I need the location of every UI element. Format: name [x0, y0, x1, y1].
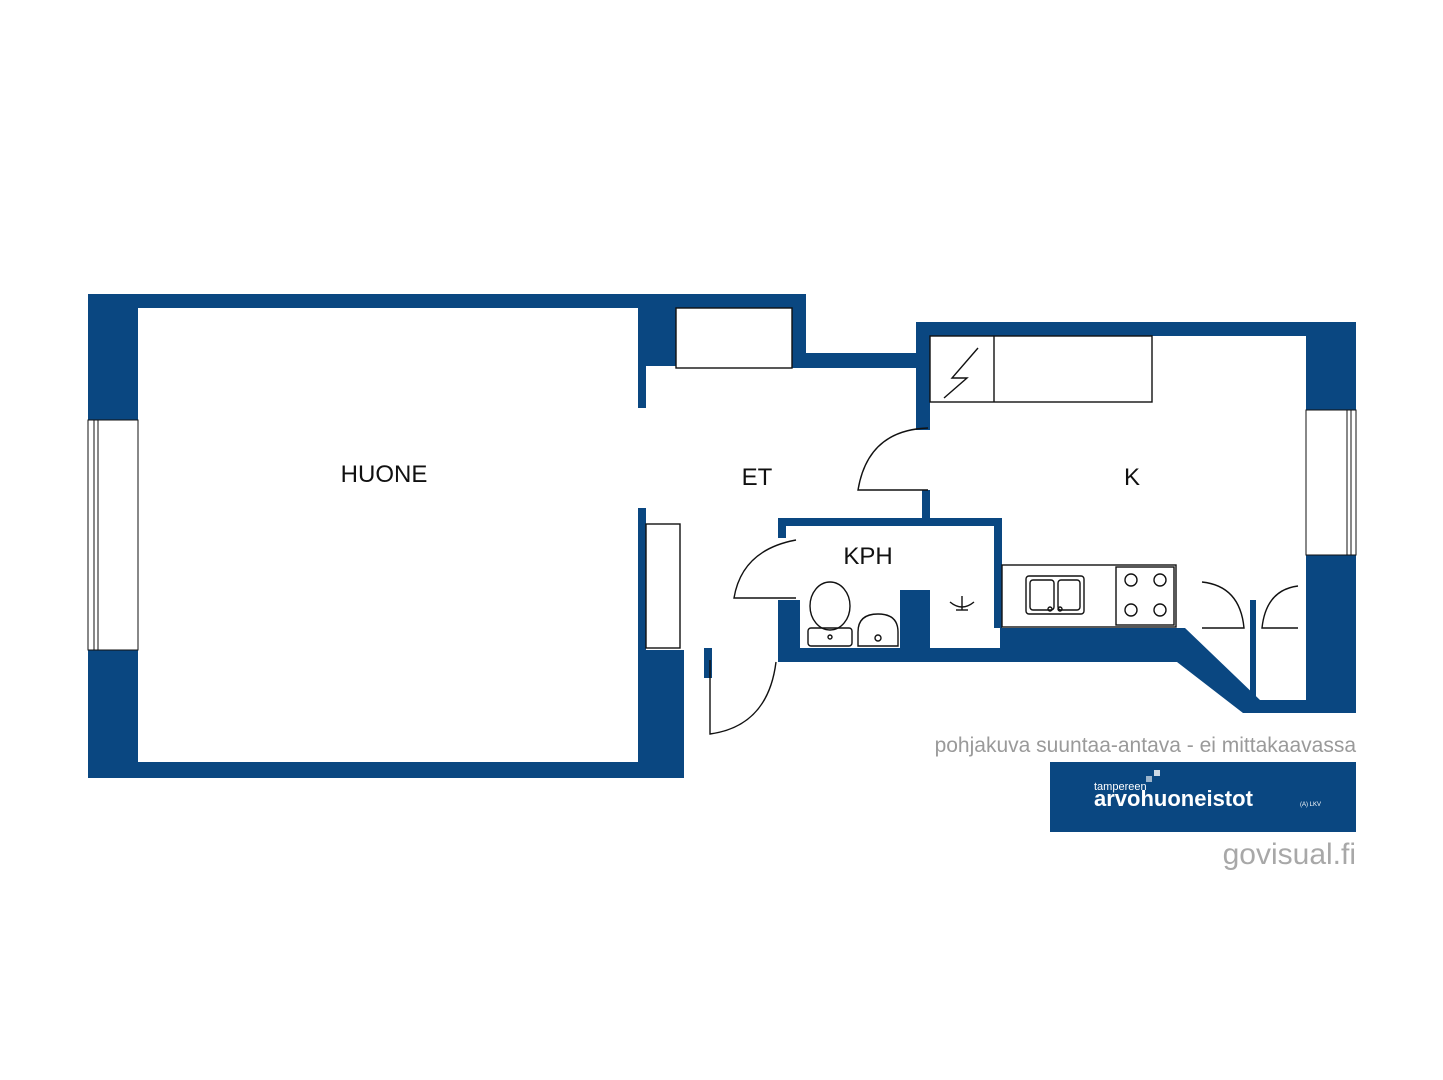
- company-logo: tampereen arvohuoneistot (A) LKV: [1050, 762, 1356, 832]
- electric-panel-icon: [943, 347, 979, 399]
- stove-icon: [1115, 566, 1175, 626]
- kitchen-lower-counter: [1001, 564, 1177, 628]
- toilet-icon: [807, 581, 853, 647]
- top-closet: [675, 307, 793, 369]
- logo-suffix: (A) LKV: [1300, 802, 1321, 808]
- logo-line1: tampereen: [1094, 781, 1147, 793]
- windows: [87, 409, 1357, 651]
- disclaimer-text: pohjakuva suuntaa-antava - ei mittakaava…: [935, 734, 1357, 757]
- credit-text: govisual.fi: [1223, 838, 1356, 871]
- room-label-huone: HUONE: [341, 461, 428, 488]
- room-label-et: ET: [742, 464, 773, 491]
- washbasin-icon: [857, 613, 899, 647]
- kitchen-upper-counter: [929, 335, 1153, 403]
- logo-line2: arvohuoneistot: [1094, 786, 1254, 811]
- floor-drain-icon: [949, 596, 975, 611]
- window-right: [1305, 409, 1357, 556]
- side-closet: [645, 523, 681, 649]
- cabinets: [645, 307, 1177, 649]
- walls: [88, 294, 1356, 778]
- doors: [709, 427, 1299, 735]
- room-label-kph: KPH: [843, 543, 892, 570]
- kitchen-sink-icon: [1025, 575, 1085, 615]
- room-label-k: K: [1124, 464, 1140, 491]
- window-left: [87, 419, 139, 651]
